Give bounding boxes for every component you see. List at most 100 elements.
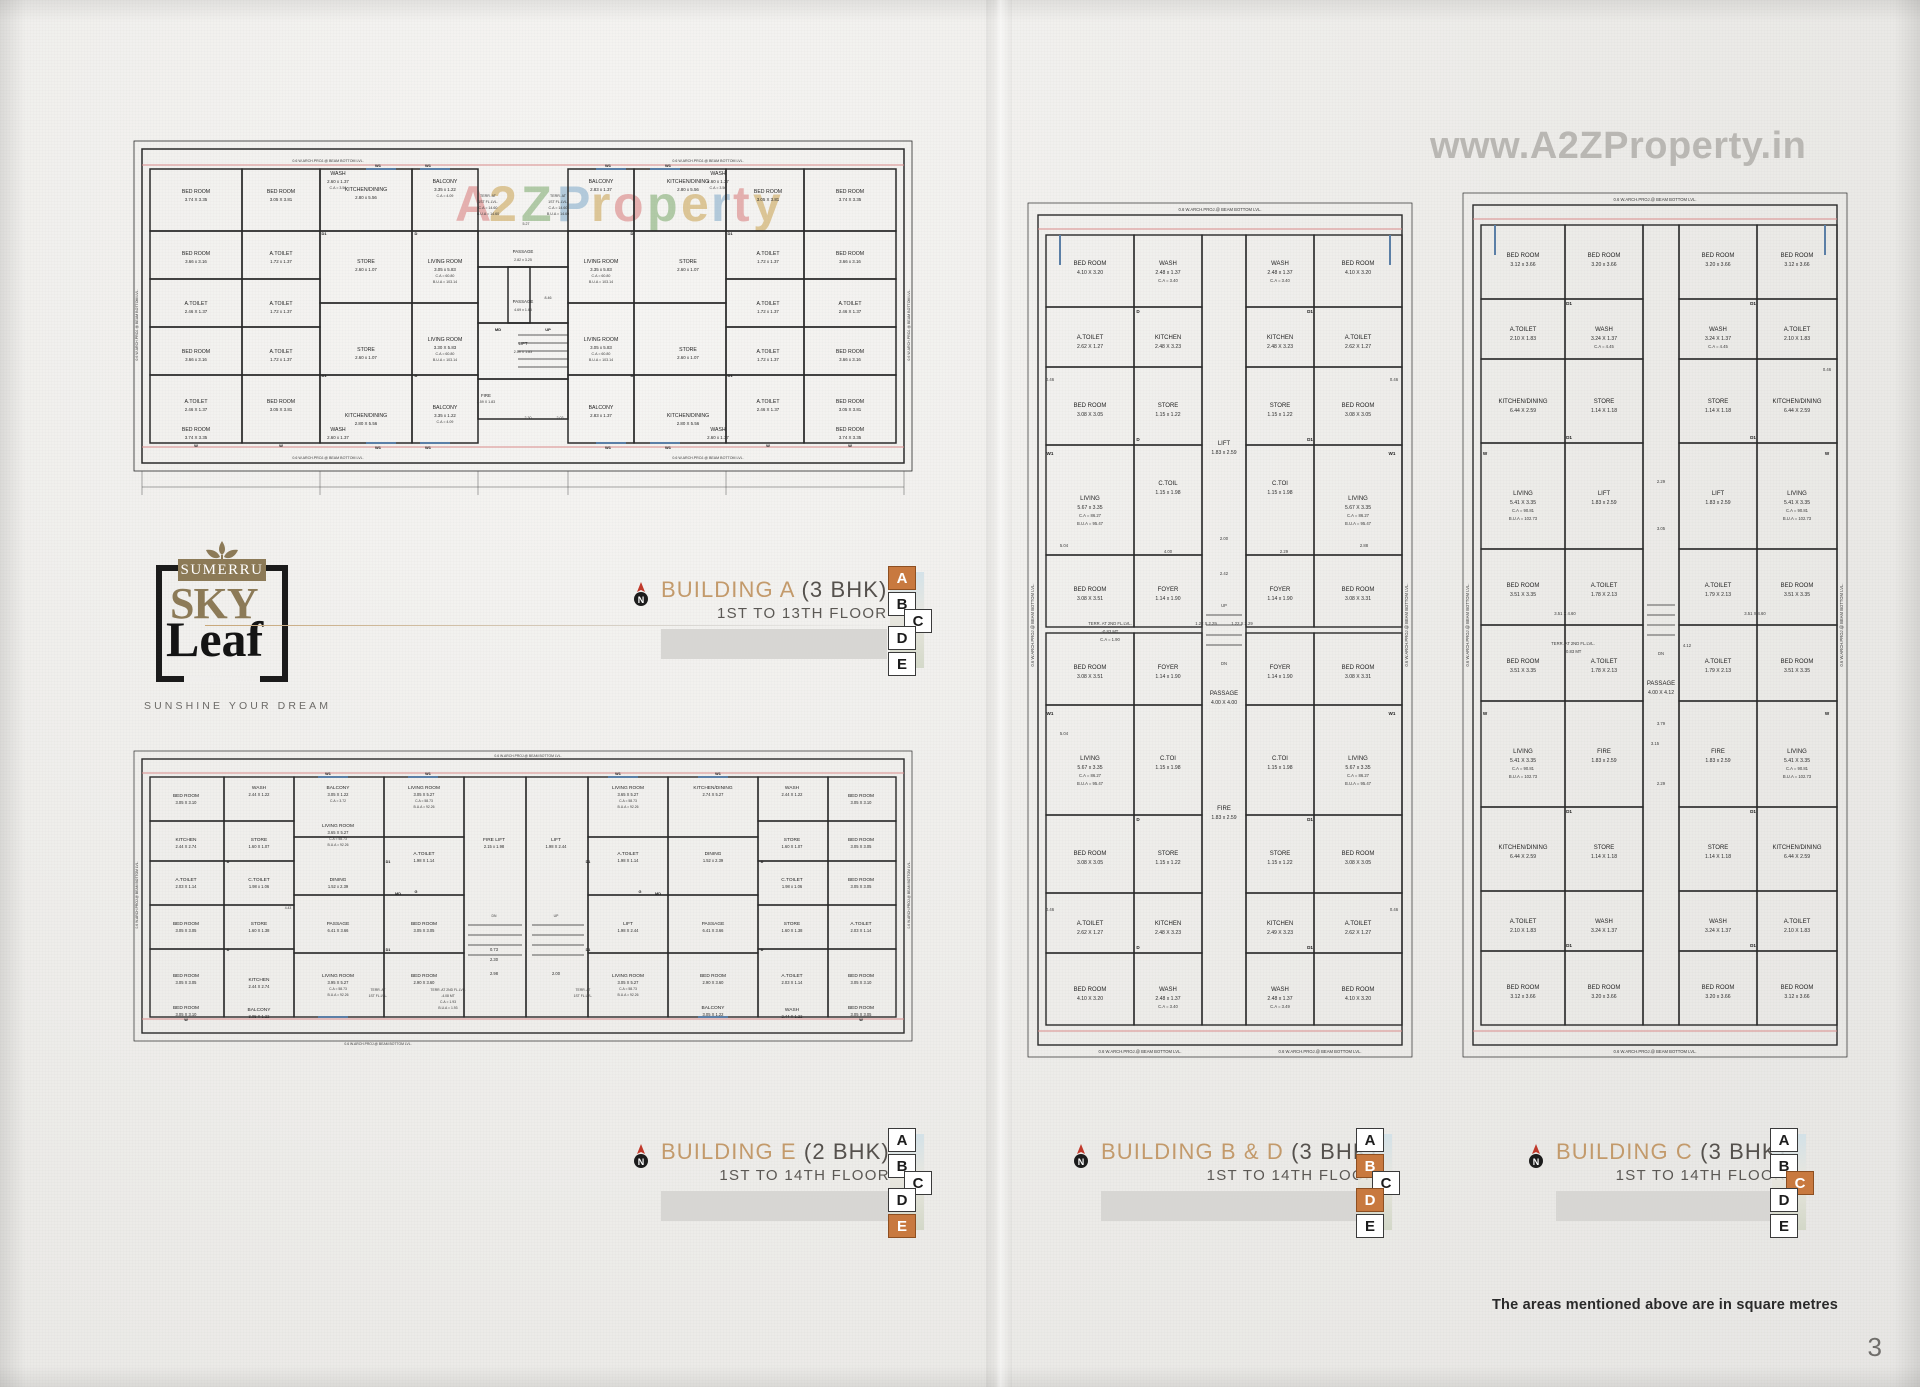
svg-text:B.U.A = 102.73: B.U.A = 102.73: [1509, 516, 1538, 521]
svg-text:3.05 X 3.81: 3.05 X 3.81: [757, 197, 780, 202]
svg-text:LIVING ROOM: LIVING ROOM: [322, 823, 354, 829]
svg-text:D1: D1: [1750, 435, 1756, 440]
svg-text:D: D: [415, 373, 418, 378]
svg-text:BED ROOM: BED ROOM: [1588, 253, 1621, 259]
svg-text:0.6 W.ARCH.PROJ.@ BEAM BOTTOM: 0.6 W.ARCH.PROJ.@ BEAM BOTTOM LVL.: [907, 289, 911, 360]
keymap-block-a[interactable]: A: [1770, 1128, 1798, 1152]
keymap-block-a[interactable]: A: [888, 566, 916, 590]
svg-text:3.08 X 3.05: 3.08 X 3.05: [1345, 860, 1371, 866]
keymap-block-e[interactable]: E: [888, 652, 916, 676]
keymap-building-a: A B C D E: [880, 566, 934, 676]
svg-text:W: W: [1483, 451, 1488, 456]
svg-text:KITCHEN/DINING: KITCHEN/DINING: [667, 413, 709, 419]
svg-text:4.10 X 3.20: 4.10 X 3.20: [1345, 996, 1371, 1002]
svg-text:6.41 X 3.66: 6.41 X 3.66: [328, 928, 350, 933]
svg-text:3.24 X 1.37: 3.24 X 1.37: [1591, 336, 1617, 342]
svg-text:STORE: STORE: [1158, 851, 1179, 857]
svg-text:LIVING ROOM: LIVING ROOM: [584, 337, 619, 343]
svg-text:N: N: [638, 1157, 645, 1167]
svg-text:FIRE: FIRE: [481, 393, 491, 398]
svg-text:WASH: WASH: [1595, 919, 1613, 925]
svg-text:D: D: [1136, 437, 1140, 442]
svg-text:1.15 x 1.22: 1.15 x 1.22: [1267, 412, 1292, 418]
svg-text:C.A = 3.72: C.A = 3.72: [330, 799, 346, 803]
svg-text:KITCHEN/DINING: KITCHEN/DINING: [1772, 399, 1821, 405]
svg-text:WASH: WASH: [1709, 327, 1727, 333]
svg-text:B.U.A = 102.73: B.U.A = 102.73: [1783, 774, 1812, 779]
keymap-block-a[interactable]: A: [1356, 1128, 1384, 1152]
svg-text:2.42: 2.42: [1220, 571, 1229, 576]
keymap-block-d[interactable]: D: [1356, 1188, 1384, 1212]
keymap-block-b[interactable]: B: [1356, 1154, 1384, 1178]
svg-text:3.05 X 3.10: 3.05 X 3.10: [176, 1012, 198, 1017]
svg-text:5.27: 5.27: [523, 222, 530, 226]
keymap-block-d[interactable]: D: [888, 626, 916, 650]
svg-text:3.74 X 3.35: 3.74 X 3.35: [839, 197, 862, 202]
svg-text:2.46 X 1.37: 2.46 X 1.37: [185, 309, 208, 314]
svg-text:W1: W1: [665, 163, 672, 168]
svg-text:3.05 X 3.05: 3.05 X 3.05: [851, 884, 873, 889]
svg-text:A.TOILET: A.TOILET: [757, 301, 781, 307]
svg-text:3.65 X 5.27: 3.65 X 5.27: [618, 792, 640, 797]
svg-text:0.73: 0.73: [490, 947, 499, 952]
svg-text:DINING: DINING: [330, 877, 347, 883]
svg-text:2.60 x 1.07: 2.60 x 1.07: [677, 267, 699, 272]
keymap-block-b[interactable]: B: [888, 1154, 916, 1178]
svg-text:C.A = 58.73: C.A = 58.73: [415, 799, 433, 803]
svg-text:BED ROOM: BED ROOM: [1781, 253, 1814, 259]
svg-text:BED ROOM: BED ROOM: [848, 877, 874, 883]
svg-text:A.TOILET: A.TOILET: [781, 973, 802, 979]
keymap-block-a[interactable]: A: [888, 1128, 916, 1152]
svg-text:0.46: 0.46: [1390, 907, 1399, 912]
svg-text:3.24 X 1.37: 3.24 X 1.37: [1705, 336, 1731, 342]
svg-text:BED ROOM: BED ROOM: [1507, 253, 1540, 259]
svg-text:1.15 x 1.22: 1.15 x 1.22: [1155, 860, 1180, 866]
svg-text:2.60 x 1.37: 2.60 x 1.37: [327, 179, 349, 184]
svg-text:D1: D1: [727, 231, 733, 236]
svg-text:6.44 X 2.59: 6.44 X 2.59: [1784, 408, 1810, 414]
svg-text:2.46 X 1.37: 2.46 X 1.37: [757, 407, 780, 412]
svg-text:TERR. AT 2ND FL.LVL.: TERR. AT 2ND FL.LVL.: [1551, 641, 1595, 646]
svg-text:1.98 x 1.06: 1.98 x 1.06: [249, 884, 270, 889]
page-spine: [986, 0, 1012, 1387]
svg-text:C.A = 3.56: C.A = 3.56: [710, 186, 727, 190]
svg-text:2.60 x 1.37: 2.60 x 1.37: [707, 435, 729, 440]
svg-text:C.A = 86.27: C.A = 86.27: [1347, 773, 1370, 778]
svg-text:BALCONY: BALCONY: [589, 405, 614, 411]
svg-text:B.U.A = 103.14: B.U.A = 103.14: [433, 358, 457, 362]
svg-text:1.14 x 1.90: 1.14 x 1.90: [1155, 596, 1180, 602]
keymap-block-d[interactable]: D: [1770, 1188, 1798, 1212]
svg-text:3.51 X 4.60: 3.51 X 4.60: [1554, 611, 1576, 616]
svg-text:C.A = 4.09: C.A = 4.09: [437, 194, 454, 198]
svg-text:2.62 X 1.27: 2.62 X 1.27: [1345, 344, 1371, 350]
keymap-block-c[interactable]: C: [904, 609, 932, 633]
svg-text:0.6 W.ARCH.PROJ.@ BEAM BOTTOM: 0.6 W.ARCH.PROJ.@ BEAM BOTTOM LVL.: [292, 159, 363, 163]
brand-logo: SUMERRU SKY Leaf SUNSHINE YOUR DREAM: [140, 541, 340, 712]
keymap-block-b[interactable]: B: [888, 592, 916, 616]
keymap-building-c: A B C D E: [1762, 1128, 1816, 1238]
svg-text:1.83 x 2.59: 1.83 x 2.59: [1211, 815, 1236, 821]
svg-text:0.46: 0.46: [1046, 907, 1055, 912]
svg-text:3.08 X 3.05: 3.08 X 3.05: [1345, 412, 1371, 418]
svg-text:BED ROOM: BED ROOM: [836, 251, 864, 257]
svg-text:5.67 x 3.35: 5.67 x 3.35: [1077, 505, 1102, 511]
svg-text:W: W: [279, 443, 283, 448]
svg-text:5.41 X 3.35: 5.41 X 3.35: [1784, 758, 1810, 764]
svg-text:D1: D1: [1750, 301, 1756, 306]
svg-text:BED ROOM: BED ROOM: [1781, 583, 1814, 589]
svg-text:W1: W1: [1389, 451, 1396, 456]
svg-text:D: D: [631, 373, 634, 378]
floor-plan-building-c: .wc{stroke:#2a2a2a;stroke-width:1.4;fill…: [1455, 185, 1855, 1065]
caption-title: BUILDING A (3 BHK): [661, 578, 887, 602]
svg-text:G: G: [415, 890, 418, 894]
areas-unit-note: The areas mentioned above are in square …: [1492, 1297, 1839, 1313]
keymap-block-e[interactable]: E: [1356, 1214, 1384, 1238]
svg-text:B.U.A = 92.26: B.U.A = 92.26: [327, 993, 348, 997]
svg-text:BALCONY: BALCONY: [327, 785, 351, 791]
keymap-block-d[interactable]: D: [888, 1188, 916, 1212]
svg-text:MD: MD: [655, 892, 661, 896]
keymap-block-e[interactable]: E: [1770, 1214, 1798, 1238]
page-number: 3: [1867, 1332, 1882, 1362]
keymap-block-e[interactable]: E: [888, 1214, 916, 1238]
svg-text:A.TOILET: A.TOILET: [757, 251, 781, 257]
